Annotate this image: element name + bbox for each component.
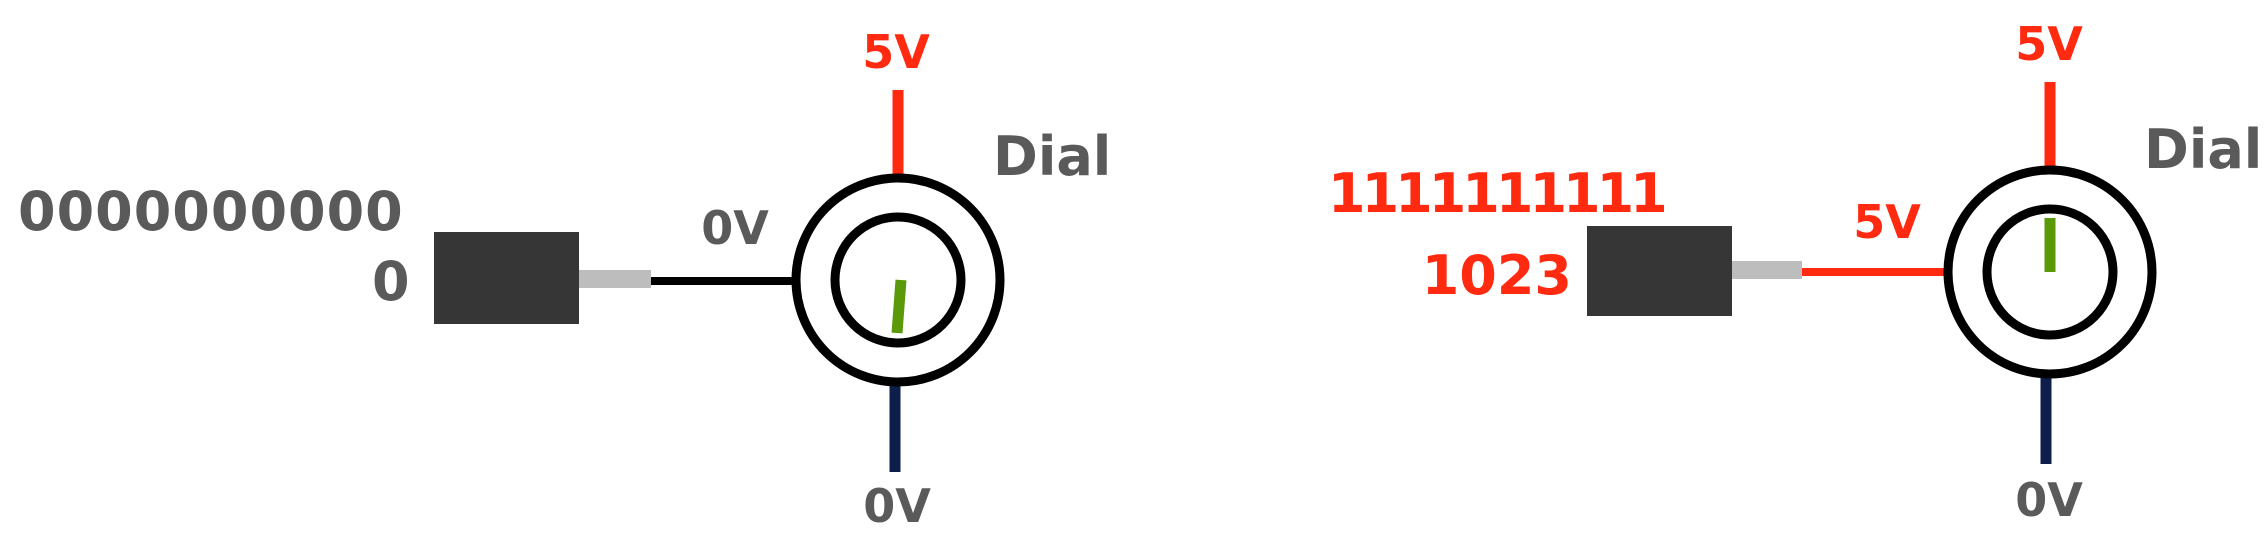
right-panel: 1111111111 1023 5V 5V 0V Dial (1328, 17, 2262, 527)
right-top-voltage-label: 5V (2015, 17, 2083, 71)
left-analog-pin-block (434, 232, 579, 324)
right-pin-stub (1732, 261, 1802, 279)
left-panel: 0000000000 0 0V 5V 0V Dial (18, 25, 1111, 533)
left-binary-value: 0000000000 (18, 180, 404, 243)
right-bottom-voltage-label: 0V (2015, 473, 2083, 527)
left-pin-stub (579, 270, 651, 288)
right-decimal-value: 1023 (1422, 244, 1572, 307)
right-dial-label: Dial (2144, 118, 2262, 181)
left-wire-voltage-label: 0V (701, 201, 769, 255)
left-dial-label: Dial (993, 125, 1111, 188)
right-wire-voltage-label: 5V (1853, 195, 1921, 249)
right-binary-value: 1111111111 (1328, 162, 1664, 225)
left-bottom-voltage-label: 0V (863, 479, 931, 533)
right-analog-pin-block (1587, 226, 1732, 316)
left-top-voltage-label: 5V (862, 25, 930, 79)
left-decimal-value: 0 (372, 250, 410, 313)
left-knob-indicator (891, 279, 907, 334)
